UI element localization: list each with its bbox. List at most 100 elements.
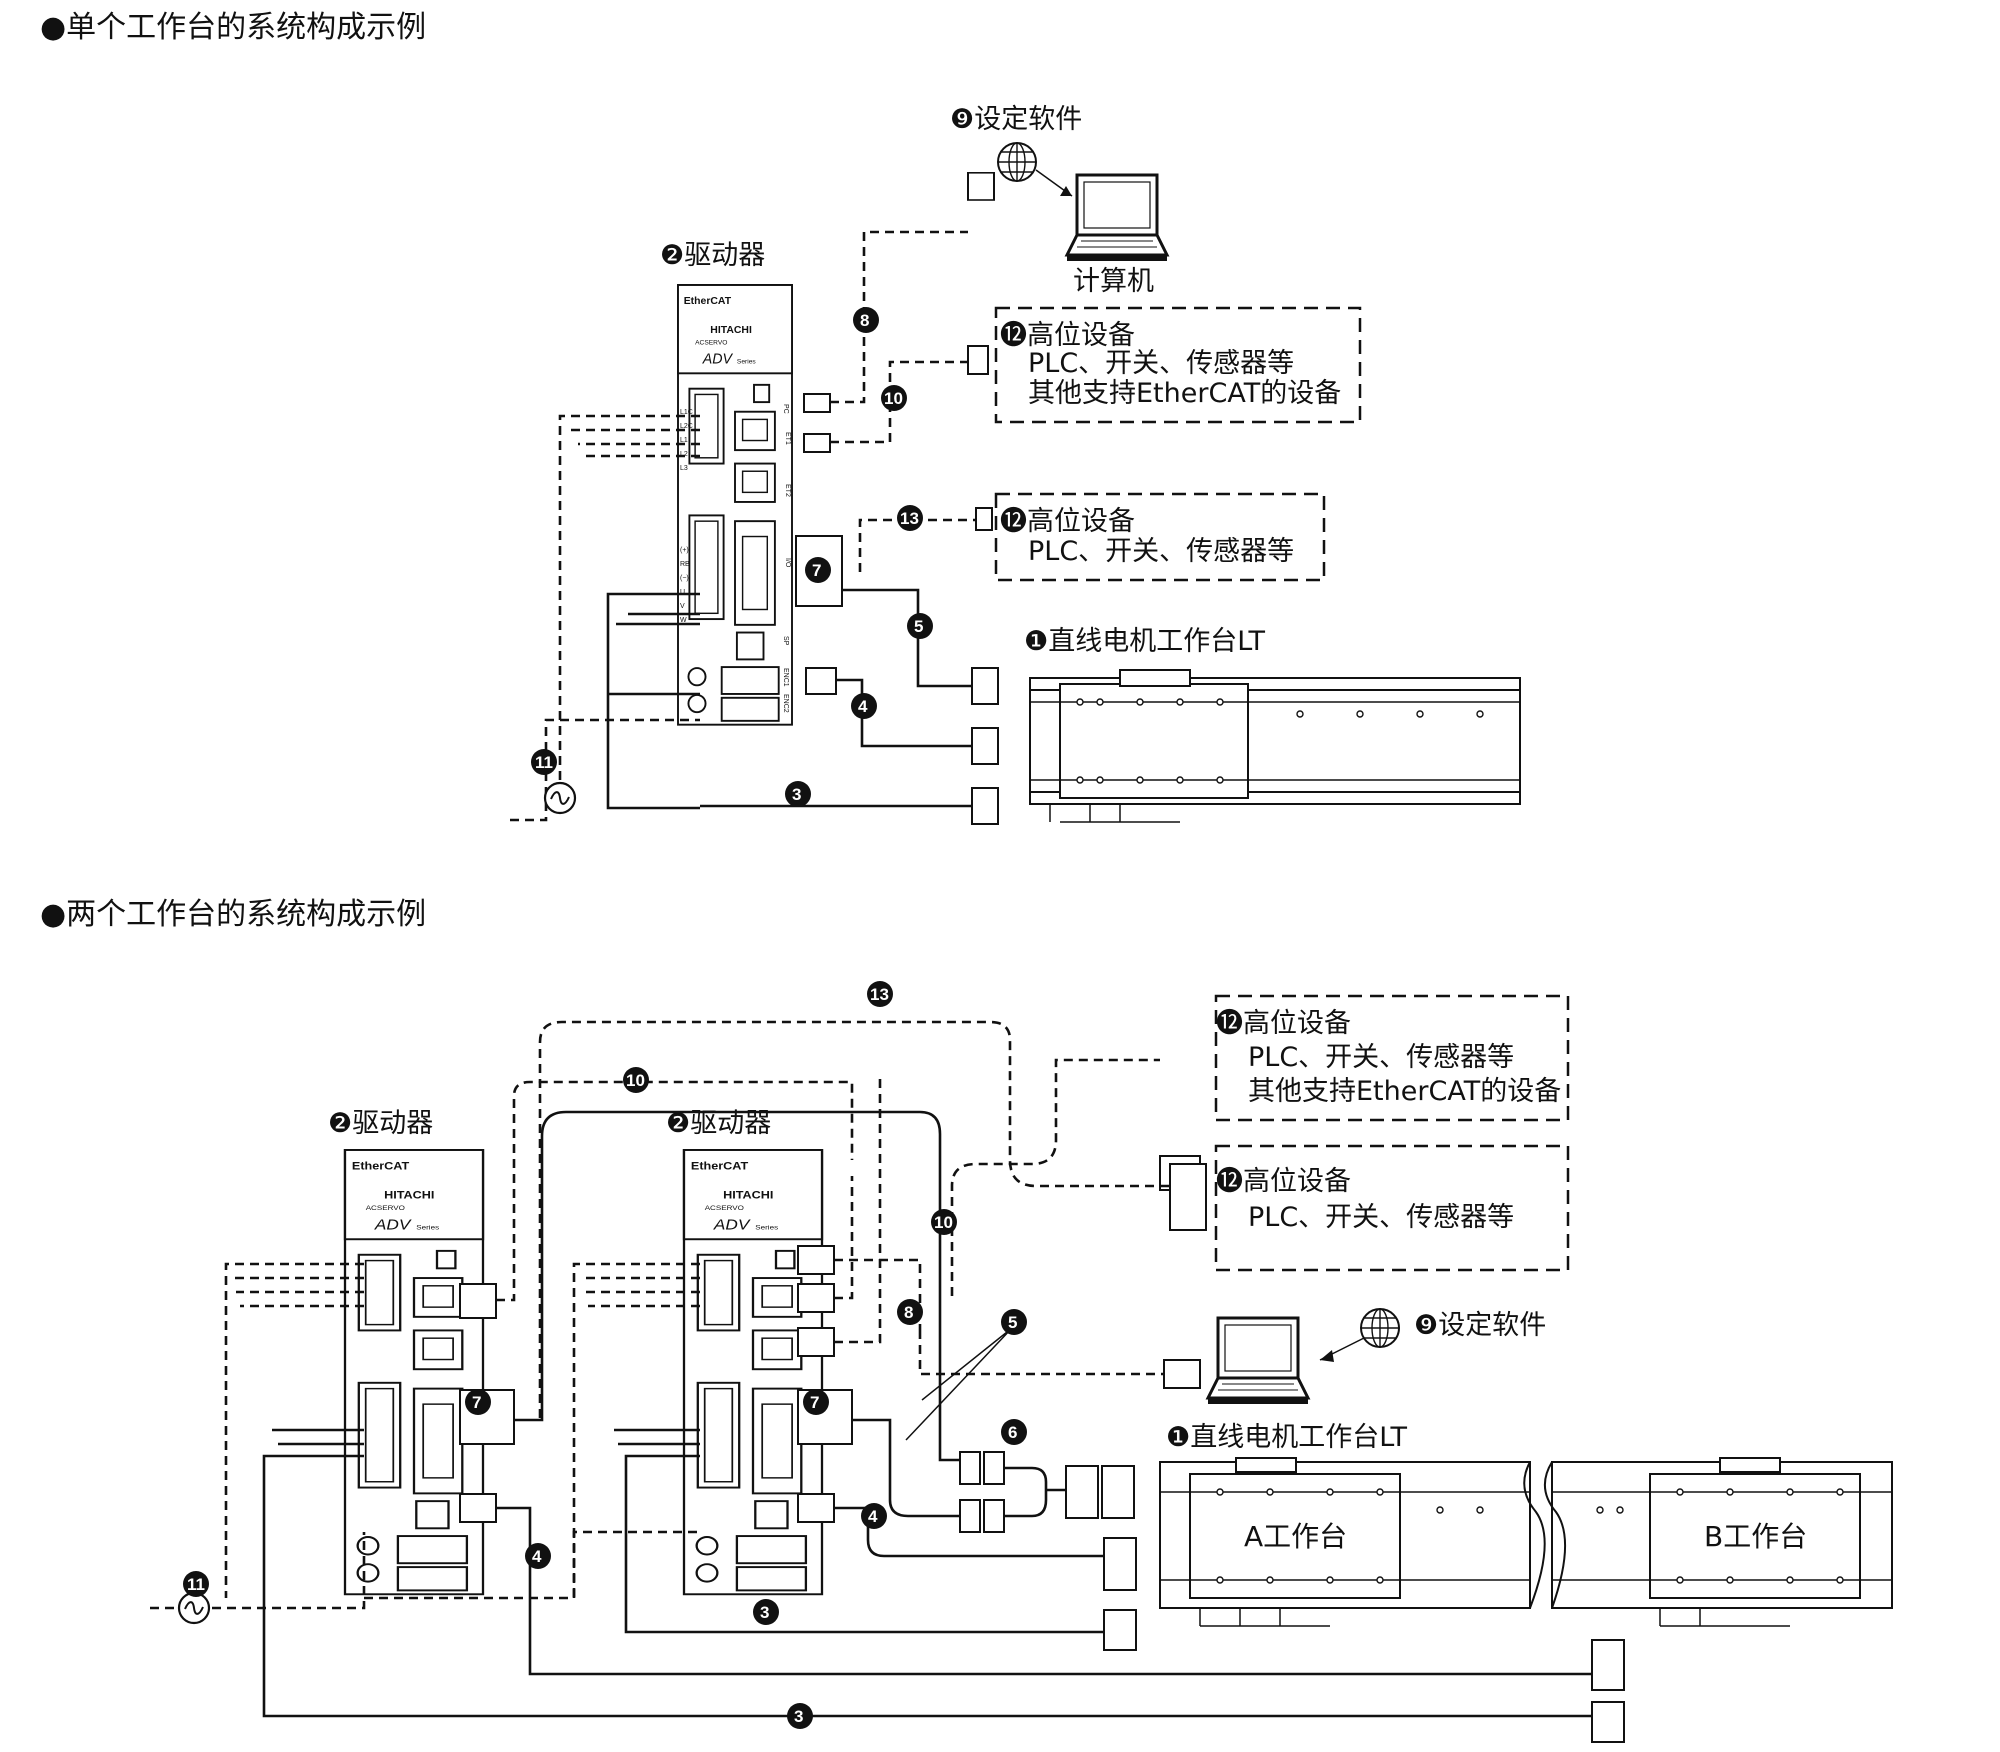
power-cables: [558, 414, 700, 792]
svg-text:8: 8: [860, 311, 869, 330]
connector-host-2: [1169, 1163, 1207, 1231]
host-label-3: ⓬高位设备: [1216, 1008, 1351, 1039]
num-13-s2: 13: [867, 981, 893, 1007]
num-4-s1: 4: [851, 693, 877, 719]
connector-d2-enc: [459, 1493, 497, 1523]
leader-5: [905, 1327, 1013, 1441]
num-3-s1: 3: [785, 781, 811, 807]
connector-split-3: [959, 1499, 981, 1533]
host-line1-4: PLC、开关、传感器等: [1248, 1202, 1514, 1233]
motor-wires-2: [272, 1428, 700, 1446]
cable-3-d3: [624, 1454, 1104, 1634]
num-10-s1: 10: [881, 385, 907, 411]
driver-label-1: ❷驱动器: [660, 240, 765, 271]
svg-text:PC: PC: [782, 404, 789, 414]
host-label-4: ⓬高位设备: [1216, 1166, 1351, 1197]
num-4-s2a: 4: [525, 1543, 551, 1569]
connector-d3-et2: [797, 1327, 835, 1357]
connector-stage-4: [971, 727, 999, 765]
svg-text:W: W: [680, 617, 687, 624]
svg-text:11: 11: [187, 1575, 205, 1594]
cable-5-d3: [852, 1418, 960, 1518]
host-device-box-1: [994, 306, 1362, 424]
stage-label-2: ❶直线电机工作台LT: [1166, 1422, 1408, 1453]
software-label-2: ❾设定软件: [1414, 1310, 1546, 1341]
num-4-s2b: 4: [861, 1503, 887, 1529]
svg-text:3: 3: [760, 1603, 769, 1622]
cable-8-d3: [918, 1330, 1164, 1376]
ac-power-icon-2: [177, 1591, 211, 1625]
servo-driver-2: [343, 1148, 485, 1596]
svg-text:4: 4: [868, 1507, 878, 1526]
num-11-s1: 11: [531, 749, 557, 775]
svg-text:L2: L2: [680, 451, 688, 458]
svg-text:4: 4: [858, 697, 868, 716]
num-3-s2a: 3: [753, 1599, 779, 1625]
cable-4-d2: [496, 1506, 1592, 1676]
host-label: ⓬高位设备: [1000, 320, 1135, 351]
num-6-s2: 6: [1001, 1419, 1027, 1445]
cable-8: [830, 230, 968, 404]
connector-pc-2: [1163, 1359, 1201, 1389]
host-label-2: ⓬高位设备: [1000, 506, 1135, 537]
cable-10: [830, 360, 968, 444]
svg-text:7: 7: [812, 561, 821, 580]
servo-driver-1: [677, 284, 793, 726]
svg-text:3: 3: [792, 785, 801, 804]
svg-text:U: U: [680, 589, 685, 596]
svg-text:V: V: [680, 603, 685, 610]
svg-text:L2C: L2C: [680, 423, 693, 430]
svg-text:7: 7: [810, 1393, 819, 1412]
connector-d3-pc: [797, 1245, 835, 1275]
cable-3-d2: [262, 1454, 1592, 1718]
svg-text:10: 10: [626, 1071, 645, 1090]
num-3-s2b: 3: [787, 1703, 813, 1729]
cable-13: [858, 518, 976, 572]
stage-a-label: A工作台: [1244, 1520, 1347, 1553]
connector-pc-plug: [803, 393, 831, 413]
svg-text:ENC1: ENC1: [782, 668, 789, 687]
num-11-s2: 11: [183, 1571, 209, 1597]
svg-text:SP: SP: [782, 636, 789, 646]
arrow-head-2: [1320, 1350, 1334, 1362]
cable-10-d2: [496, 1080, 854, 1302]
stage-label-1: ❶直线电机工作台LT: [1024, 626, 1266, 657]
svg-text:11: 11: [535, 753, 553, 772]
num-7-s2b: 7: [803, 1389, 829, 1415]
host-line2: 其他支持EtherCAT的设备: [1028, 378, 1341, 409]
connector-split-4: [983, 1499, 1005, 1533]
svg-text:L1C: L1C: [680, 409, 693, 416]
num-7-s2a: 7: [465, 1389, 491, 1415]
svg-text:8: 8: [904, 1303, 913, 1322]
num-13-s1: 13: [897, 505, 923, 531]
num-10-s2b: 10: [931, 1209, 957, 1235]
host-device-box-2: [994, 492, 1326, 582]
connector-stage-a4: [1103, 1609, 1137, 1651]
num-10-s2a: 10: [623, 1067, 649, 1093]
svg-text:RB: RB: [680, 561, 690, 568]
section2-heading: ●两个工作台的系统构成示例: [40, 897, 426, 932]
power-cables-2: [224, 1262, 700, 1598]
linear-stage-2: [1159, 1457, 1893, 1627]
svg-text:3: 3: [794, 1707, 803, 1726]
connector-host-io: [975, 507, 993, 531]
svg-text:13: 13: [900, 509, 919, 528]
num-8-s1: 8: [853, 307, 879, 333]
linear-stage-1: [1029, 669, 1521, 823]
svg-text:ENC2: ENC2: [782, 694, 789, 713]
svg-text:L3: L3: [680, 465, 688, 472]
motor-wires: [608, 612, 700, 696]
laptop-icon-2: [1206, 1316, 1310, 1406]
svg-text:7: 7: [472, 1393, 481, 1412]
svg-text:10: 10: [934, 1213, 953, 1232]
globe-icon-2: [1360, 1308, 1400, 1348]
connector-stage-5: [971, 667, 999, 705]
driver1-port-labels: PC ET1 ET2 I/O SP ENC1 ENC2 L1C L2C L1 L…: [680, 404, 791, 713]
cable-et2-d3: [834, 1074, 882, 1344]
svg-text:10: 10: [884, 389, 903, 408]
cable-5: [842, 588, 972, 688]
cable-io-d2: [514, 1110, 960, 1462]
svg-text:5: 5: [914, 617, 923, 636]
svg-text:4: 4: [532, 1547, 542, 1566]
